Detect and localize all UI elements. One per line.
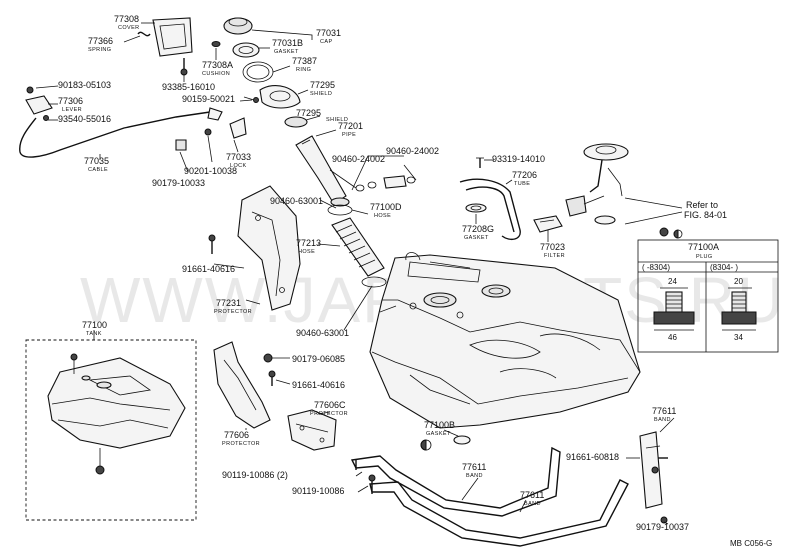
- label-77611a-name: BAND: [654, 417, 671, 423]
- plug1-top-dim: 24: [668, 277, 677, 286]
- label-90119b-number: 90119-10086: [292, 486, 344, 496]
- label-90460d-number: 90460-63001: [296, 328, 349, 338]
- label-77100-name: TANK: [86, 331, 102, 337]
- tank-bands: [350, 431, 668, 547]
- label-77201-name: PIPE: [342, 132, 356, 138]
- label-77308a-name: CUSHION: [202, 71, 230, 77]
- label-93385-number: 93385-16010: [162, 82, 215, 92]
- label-77306-name: LEVER: [62, 107, 82, 113]
- label-91661c-number: 91661-60818: [566, 452, 619, 462]
- label-90119a-number: 90119-10086 (2): [222, 470, 288, 480]
- drain-plug-gasket: [420, 435, 471, 451]
- label-77206-number: 77206: [512, 170, 537, 180]
- label-77308-name: COVER: [118, 25, 140, 31]
- tank-protector-side: [287, 409, 337, 451]
- fuel-hoses: [327, 143, 683, 288]
- label-77295b-number: 77295: [296, 108, 321, 118]
- label-77100b-number: 77100B: [424, 420, 455, 430]
- label-77308-number: 77308: [114, 14, 139, 24]
- label-77213-name: HOSE: [298, 249, 315, 255]
- label-77031b-number: 77031B: [272, 38, 303, 48]
- label-77611c-name: BAND: [524, 501, 541, 507]
- label-90159-number: 90159-50021: [182, 94, 235, 104]
- label-77031b-name: GASKET: [274, 49, 299, 55]
- label-77366-number: 77366: [88, 36, 113, 46]
- label-77606c-name: PROTECTOR: [310, 411, 348, 417]
- plug-table: 77100A PLUG ( -8304) (8304- ) 24 46 20 3…: [637, 229, 779, 353]
- label-77308a-number: 77308A: [202, 60, 233, 70]
- label-77100d-number: 77100D: [370, 202, 402, 212]
- label-90201-number: 90201-10038: [184, 166, 237, 176]
- label-77208g-number: 77208G: [462, 224, 494, 234]
- tank-inset: [25, 339, 197, 521]
- label-90179a-number: 90179-10033: [152, 178, 205, 188]
- label-77201-number: 77201: [338, 121, 363, 131]
- label-77611a-number: 77611: [652, 406, 676, 416]
- refer-to-line1: Refer to: [686, 200, 718, 210]
- label-77035-number: 77035: [84, 156, 109, 166]
- label-77295a-name: SHIELD: [310, 91, 332, 97]
- plug-table-title: 77100A: [688, 242, 719, 252]
- label-90179c-number: 90179-10037: [636, 522, 689, 532]
- opener-cable-parts: [19, 86, 247, 158]
- plug1-bottom-dim: 46: [668, 333, 677, 342]
- label-77606-name: PROTECTOR: [222, 441, 260, 447]
- label-77100b-name: GASKET: [426, 431, 451, 437]
- part-labels: 77308 COVER 77366 SPRING 77031 CAP 77031…: [58, 14, 689, 532]
- plug-table-subtitle: PLUG: [696, 254, 713, 260]
- label-77231-name: PROTECTOR: [214, 309, 252, 315]
- tank-protector-front: [213, 341, 276, 429]
- label-77387-name: RING: [296, 67, 311, 73]
- plug2-bottom-dim: 34: [734, 333, 743, 342]
- plug-table-col2-header: (8304- ): [710, 263, 738, 272]
- label-77611b-number: 77611: [462, 462, 486, 472]
- label-77035-name: CABLE: [88, 167, 108, 173]
- label-77606-number: 77606: [224, 430, 249, 440]
- label-77606c-number: 77606C: [314, 400, 346, 410]
- label-77231-number: 77231: [216, 298, 241, 308]
- label-77023-name: FILTER: [544, 253, 565, 259]
- label-77033-number: 77033: [226, 152, 251, 162]
- figure-reference: Refer to FIG. 84-01: [684, 200, 727, 220]
- label-90460b-number: 90460-24002: [386, 146, 439, 156]
- label-77611c-number: 77611: [520, 490, 544, 500]
- label-77306-number: 77306: [58, 96, 83, 106]
- label-91661a-number: 91661-40616: [182, 264, 235, 274]
- leader-lines: [35, 22, 675, 525]
- diagram-code: MB C056-G: [730, 539, 772, 548]
- label-77295b-name: SHIELD: [326, 117, 348, 123]
- label-93319-number: 93319-14010: [492, 154, 545, 164]
- refer-to-line2: FIG. 84-01: [684, 210, 727, 220]
- label-93540-number: 93540-55016: [58, 114, 111, 124]
- plug-table-col1-header: ( -8304): [642, 263, 670, 272]
- label-77100d-name: HOSE: [374, 213, 391, 219]
- label-77611b-name: BAND: [466, 473, 483, 479]
- label-77033-name: LOCK: [230, 163, 247, 169]
- fuel-tank: [369, 252, 641, 429]
- label-77100-number: 77100: [82, 320, 107, 330]
- plug2-top-dim: 20: [734, 277, 743, 286]
- label-77023-number: 77023: [540, 242, 565, 252]
- label-77295a-number: 77295: [310, 80, 335, 90]
- label-90179b-number: 90179-06085: [292, 354, 345, 364]
- label-77031-name: CAP: [320, 39, 333, 45]
- filler-cap-parts: [137, 17, 416, 207]
- label-77031-number: 77031: [316, 28, 341, 38]
- label-77208g-name: GASKET: [464, 235, 489, 241]
- label-91661b-number: 91661-40616: [292, 380, 345, 390]
- label-77366-name: SPRING: [88, 47, 112, 53]
- label-77387-number: 77387: [292, 56, 317, 66]
- label-90183-number: 90183-05103: [58, 80, 111, 90]
- label-77206-name: TUBE: [514, 181, 530, 187]
- filler-protector: [208, 185, 301, 311]
- label-90460a-number: 90460-24002: [332, 154, 385, 164]
- label-90460c-number: 90460-63001: [270, 196, 323, 206]
- label-77213-number: 77213: [296, 238, 321, 248]
